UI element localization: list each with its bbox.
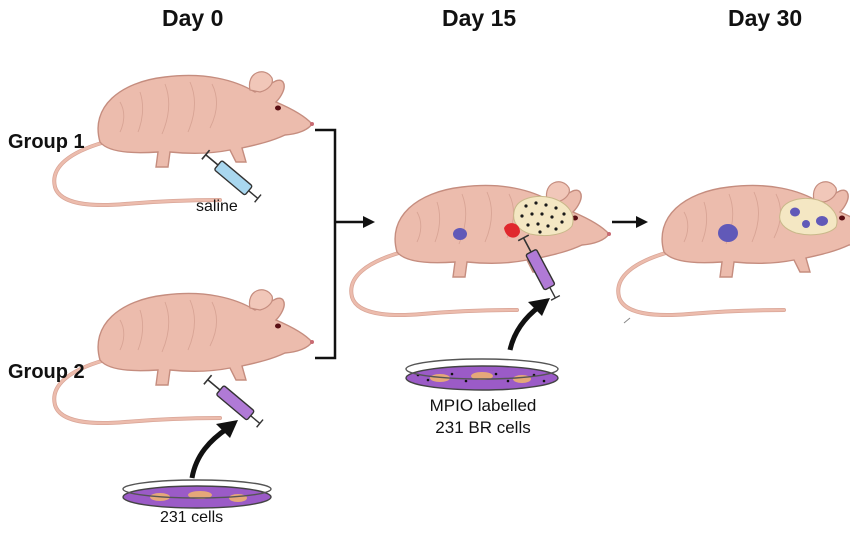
tumor-day15 <box>453 228 467 240</box>
day15-label: Day 15 <box>442 5 517 31</box>
group2-label: Group 2 <box>8 361 85 383</box>
arrow-to-day15-head <box>363 216 375 228</box>
tumor-day30 <box>718 224 738 242</box>
saline-syringe <box>201 149 263 204</box>
mpio-label-line1: MPIO labelled <box>429 396 537 415</box>
injection-site <box>504 223 520 238</box>
mouse-group1 <box>52 69 316 208</box>
petri-dish-mpio <box>405 358 559 391</box>
saline-label: saline <box>196 198 238 215</box>
petri-dish-231-cells <box>122 479 272 509</box>
day0-label: Day 0 <box>162 5 224 31</box>
mpio-label: MPIO labelled 231 BR cells <box>408 395 558 439</box>
mouse-group2 <box>52 287 316 426</box>
curved-arrow-day15 <box>507 304 542 351</box>
brain-metastases <box>779 198 838 236</box>
curved-arrow-head-group2 <box>216 420 238 438</box>
stray-mark <box>623 317 631 324</box>
cells-231-label: 231 cells <box>160 509 224 526</box>
mpio-label-line2: 231 BR cells <box>435 418 531 437</box>
mouse-day15 <box>349 179 613 318</box>
bracket <box>315 128 337 360</box>
curved-arrow-head-day15 <box>528 298 550 316</box>
brain-mpio-overlay <box>513 196 574 237</box>
curved-arrow-group2 <box>189 425 230 479</box>
group1-label: Group 1 <box>8 131 85 153</box>
arrow-to-day30-head <box>636 216 648 228</box>
cells-syringe-group2 <box>203 374 265 429</box>
day30-label: Day 30 <box>728 5 803 31</box>
